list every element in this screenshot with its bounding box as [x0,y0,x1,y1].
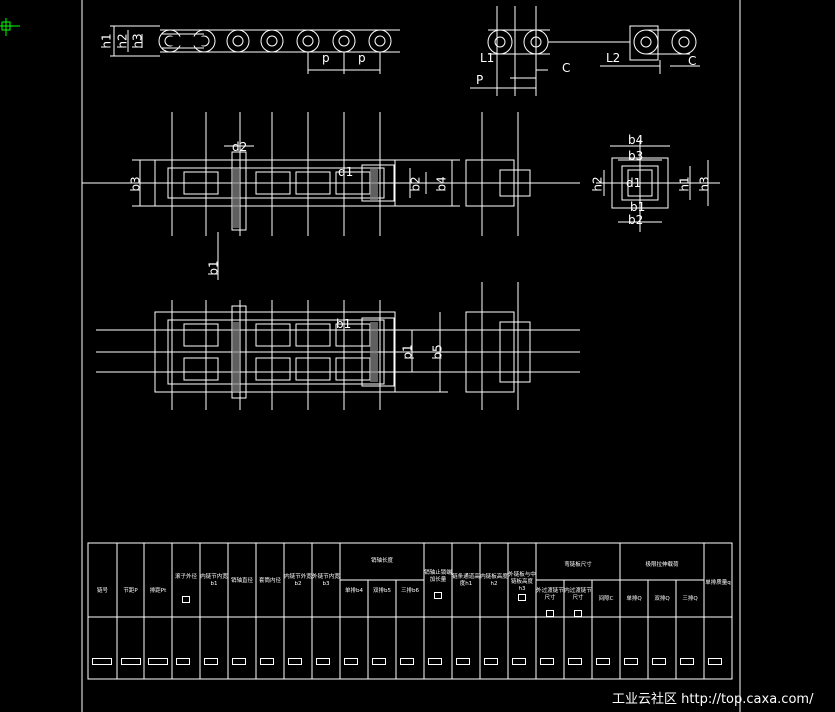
table-header-22: 单排Q [626,596,642,602]
table-header-18: 外过渡链节尺寸 [536,588,564,601]
table-header-5: 销轴直径 [230,578,253,584]
table-header-4: 内链节内宽b1 [200,574,228,587]
dim-h3-section: h3 [697,176,712,192]
dim-P: P [476,73,484,87]
table-header-19: 内过渡链节尺寸 [564,588,592,601]
table-data-cell [652,658,666,665]
chain-side-view [110,25,400,74]
table-header-checkbox-18 [546,610,554,617]
table-header-25: 单排质量q [705,580,731,586]
cranked-link-view [470,6,600,96]
dimension-table-grid [87,542,733,680]
table-header-12: 三排b6 [401,588,419,594]
offset-link-view [600,25,700,74]
dim-p-1: p [322,51,330,65]
table-data-cell [428,658,442,665]
table-data-cell [568,658,582,665]
table-data-cell [680,658,694,665]
table-data-cell [372,658,386,665]
dim-p-2: p [358,51,366,65]
table-header-checkbox-3 [182,596,190,603]
table-header-2: 排距Pt [149,588,167,594]
dim-b2-section: b2 [628,213,644,227]
dim-b3-section: b3 [628,149,644,163]
table-header-1: 节距P [123,588,138,594]
table-header-7: 内链节外宽b2 [284,574,312,587]
dim-L2: L2 [606,51,621,65]
cross-section-view [596,140,720,232]
table-header-24: 三排Q [682,596,698,602]
dim-h1: h1 [99,33,114,49]
table-data-cell [260,658,274,665]
dim-C-1: C [562,61,571,75]
table-data-cell [484,658,498,665]
table-header-0: 链号 [96,588,108,594]
dim-b1-section: b1 [630,200,646,214]
table-data-cell [316,658,330,665]
dim-p1: p1 [400,344,415,360]
watermark: 工业云社区 http://top.caxa.com/ [612,692,814,707]
dim-b1: b1 [206,260,221,276]
dim-b5: b5 [430,344,445,360]
table-data-cell [708,658,722,665]
table-data-cell [344,658,358,665]
table-header-checkbox-13 [434,592,442,599]
table-header-11: 双排b5 [373,588,391,594]
dim-b2: b2 [408,176,423,192]
table-header-13: 销轴止锁端加长量 [424,570,452,583]
single-chain-top-view [82,112,580,280]
table-header-8: 外链节内宽b3 [312,574,340,587]
table-header-9: 销轴长度 [370,558,393,564]
dim-b4-section: b4 [628,133,644,147]
table-header-21: 极限拉伸载荷 [645,562,679,568]
table-data-cell [512,658,526,665]
dim-b1-double: b1 [336,317,352,331]
dim-L1: L1 [480,51,495,65]
dim-h2: h2 [115,33,130,49]
table-header-16: 外链板与中链板高度h3 [508,572,536,592]
dim-d1-section: d1 [626,176,642,190]
table-data-cell [400,658,414,665]
table-data-cell [540,658,554,665]
dim-C-2: C [688,54,697,68]
dim-h3: h3 [130,33,145,49]
dim-h1-section: h1 [677,176,692,192]
table-header-20: 间隙C [598,596,614,602]
dim-b3: b3 [128,176,143,192]
table-header-10: 单排b4 [345,588,363,594]
table-header-checkbox-16 [518,594,526,601]
table-data-cell [624,658,638,665]
table-data-cell [148,658,168,665]
dim-d1: d1 [338,165,354,179]
table-header-checkbox-19 [574,610,582,617]
table-data-cell [288,658,302,665]
table-data-cell [232,658,246,665]
dim-d2: d2 [232,140,248,154]
table-header-17: 弯链板尺寸 [564,562,592,568]
table-data-cell [456,658,470,665]
dim-h2-section: h2 [590,176,605,192]
table-header-6: 套筒内径 [258,578,281,584]
table-data-cell [121,658,141,665]
table-data-cell [596,658,610,665]
table-data-cell [204,658,218,665]
dim-b4: b4 [434,176,449,192]
table-header-14: 链条通道高度h1 [452,574,480,587]
double-chain-top-view [96,282,580,410]
table-data-cell [92,658,112,665]
table-header-15: 内链板高度h2 [480,574,508,587]
crosshair-cursor [0,18,20,42]
table-data-cell [176,658,190,665]
table-header-23: 双排Q [654,596,670,602]
table-header-3: 滚子外径 [174,574,197,580]
